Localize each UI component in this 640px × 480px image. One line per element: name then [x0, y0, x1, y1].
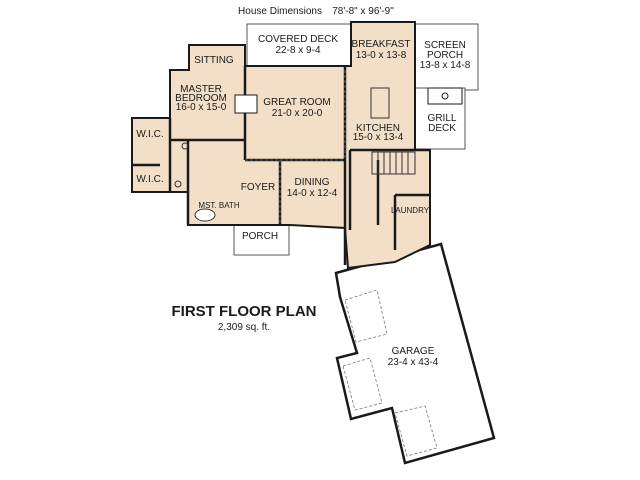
wic1-name: W.I.C. [136, 129, 163, 140]
garage-name: GARAGE [392, 346, 435, 357]
grill-deck-name2: DECK [428, 123, 456, 134]
dining-name: DINING [295, 177, 330, 188]
covered-deck-name: COVERED DECK [258, 34, 338, 45]
house-body [131, 21, 431, 270]
plan-area: 2,309 sq. ft. [218, 322, 270, 333]
kitchen-name: KITCHEN [356, 123, 400, 134]
covered-deck-area [246, 23, 352, 67]
opening-lines [245, 70, 346, 225]
kitchen-island [370, 87, 390, 119]
screen-porch-name2: PORCH [427, 50, 463, 61]
plan-title: FIRST FLOOR PLAN [172, 303, 317, 320]
dimensions-label: House Dimensions [238, 6, 322, 17]
porch-area [233, 224, 290, 256]
dimensions-value: 78'-8" x 96'-9" [332, 6, 394, 17]
garage-door-1 [344, 289, 388, 343]
garage-area [334, 242, 496, 465]
grill-icon [427, 87, 463, 105]
dining-size: 14-0 x 12-4 [287, 188, 338, 199]
master-bedroom-name2: BEDROOM [175, 93, 227, 104]
breakfast-size: 13-0 x 13-8 [356, 50, 407, 61]
bathtub-icon [194, 208, 216, 222]
great-room-name: GREAT ROOM [263, 97, 330, 108]
kitchen-size: 15-0 x 13-4 [353, 132, 404, 143]
covered-deck-size: 22-8 x 9-4 [275, 45, 320, 56]
garage-door-2 [342, 357, 383, 411]
great-room-size: 21-0 x 20-0 [272, 108, 323, 119]
garage-size: 23-4 x 43-4 [388, 357, 439, 368]
foyer-name: FOYER [241, 182, 275, 193]
master-bedroom-name1: MASTER [180, 84, 222, 95]
porch-name: PORCH [242, 231, 278, 242]
mst-bath-name: MST. BATH [198, 201, 239, 210]
grill-deck-name1: GRILL [428, 113, 457, 124]
sitting-name: SITTING [194, 55, 234, 66]
garage-door-3 [394, 405, 438, 457]
screen-porch-size: 13-8 x 14-8 [420, 60, 471, 71]
breakfast-name: BREAKFAST [352, 39, 411, 50]
wic2-name: W.I.C. [136, 174, 163, 185]
toilet-icon [174, 180, 182, 188]
screen-porch-name1: SCREEN [424, 40, 466, 51]
fireplace-icon [234, 94, 258, 114]
laundry-name: LAUNDRY [391, 206, 430, 215]
grill-burner-icon [441, 92, 449, 100]
sink-icon [181, 142, 189, 150]
master-bedroom-size: 16-0 x 15-0 [176, 102, 227, 113]
stairs [371, 151, 416, 175]
screen-porch-area [414, 23, 479, 91]
